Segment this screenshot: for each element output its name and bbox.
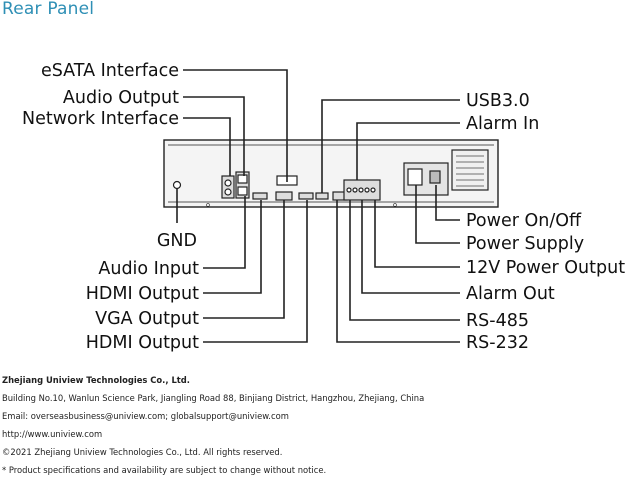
footer-website-link[interactable]: http://www.uniview.com [2, 429, 103, 439]
label-rs232: RS-232 [466, 333, 529, 353]
audio-output-jack [224, 188, 232, 196]
footer-copyright: ©2021 Zhejiang Uniview Technologies Co.,… [2, 447, 283, 457]
power-socket [407, 168, 423, 186]
section-title: Rear Panel [2, 0, 95, 19]
usb3-port [315, 192, 329, 200]
label-network-interface: Network Interface [22, 109, 179, 129]
leader-rs232 [336, 200, 460, 343]
leader-hdmi-output [203, 200, 262, 294]
label-audio-input: Audio Input [98, 259, 199, 279]
leader-usb3 [321, 99, 460, 193]
label-esata-interface: eSATA Interface [41, 61, 179, 81]
label-gnd: GND [157, 231, 197, 251]
label-vga-output: VGA Output [95, 309, 199, 329]
rear-panel-diagram: eSATA Interface Audio Output Network Int… [22, 61, 625, 353]
label-audio-output: Audio Output [63, 88, 179, 108]
label-12v-power-output: 12V Power Output [466, 258, 625, 278]
label-power-on-off: Power On/Off [466, 211, 582, 231]
leader-network [183, 117, 231, 176]
network-port-upper [237, 174, 248, 184]
label-hdmi-output: HDMI Output [86, 284, 199, 304]
label-usb3: USB3.0 [466, 91, 530, 111]
leader-hdmi-output-2 [203, 200, 308, 343]
label-alarm-in: Alarm In [466, 114, 539, 134]
leader-power-switch [435, 185, 460, 221]
hdmi-port-1 [252, 192, 268, 200]
label-rs485: RS-485 [466, 311, 529, 331]
label-alarm-out: Alarm Out [466, 284, 555, 304]
leader-audio-input [203, 196, 246, 269]
vga-port [275, 191, 293, 201]
fan-vent [451, 149, 489, 191]
power-switch [429, 170, 441, 184]
leader-alarm-in [356, 122, 460, 180]
fan-vent-grille [456, 155, 484, 187]
audio-input-jack [224, 179, 232, 187]
terminal-screws [346, 187, 376, 193]
leader-audio-output [183, 96, 245, 176]
label-power-supply: Power Supply [466, 234, 584, 254]
network-port-lower [237, 186, 248, 196]
leader-vga-output [203, 200, 285, 319]
leader-esata [183, 69, 288, 182]
footer-company: Zhejiang Uniview Technologies Co., Ltd. [2, 375, 190, 385]
leader-alarm-out [361, 200, 460, 294]
footer-disclaimer: * Product specifications and availabilit… [2, 465, 327, 475]
gnd-terminal [172, 180, 182, 190]
label-hdmi-output-2: HDMI Output [86, 333, 199, 353]
chassis-screws [206, 203, 397, 207]
leader-12v [374, 200, 460, 268]
power-module [403, 162, 449, 196]
leader-rs485 [349, 200, 460, 321]
leader-power-supply [415, 185, 460, 244]
footer-email[interactable]: Email: overseasbusiness@uniview.com; glo… [2, 411, 289, 421]
footer: Zhejiang Uniview Technologies Co., Ltd. … [2, 371, 638, 479]
footer-address: Building No.10, Wanlun Science Park, Jia… [2, 393, 425, 403]
hdmi-port-2 [298, 192, 314, 200]
